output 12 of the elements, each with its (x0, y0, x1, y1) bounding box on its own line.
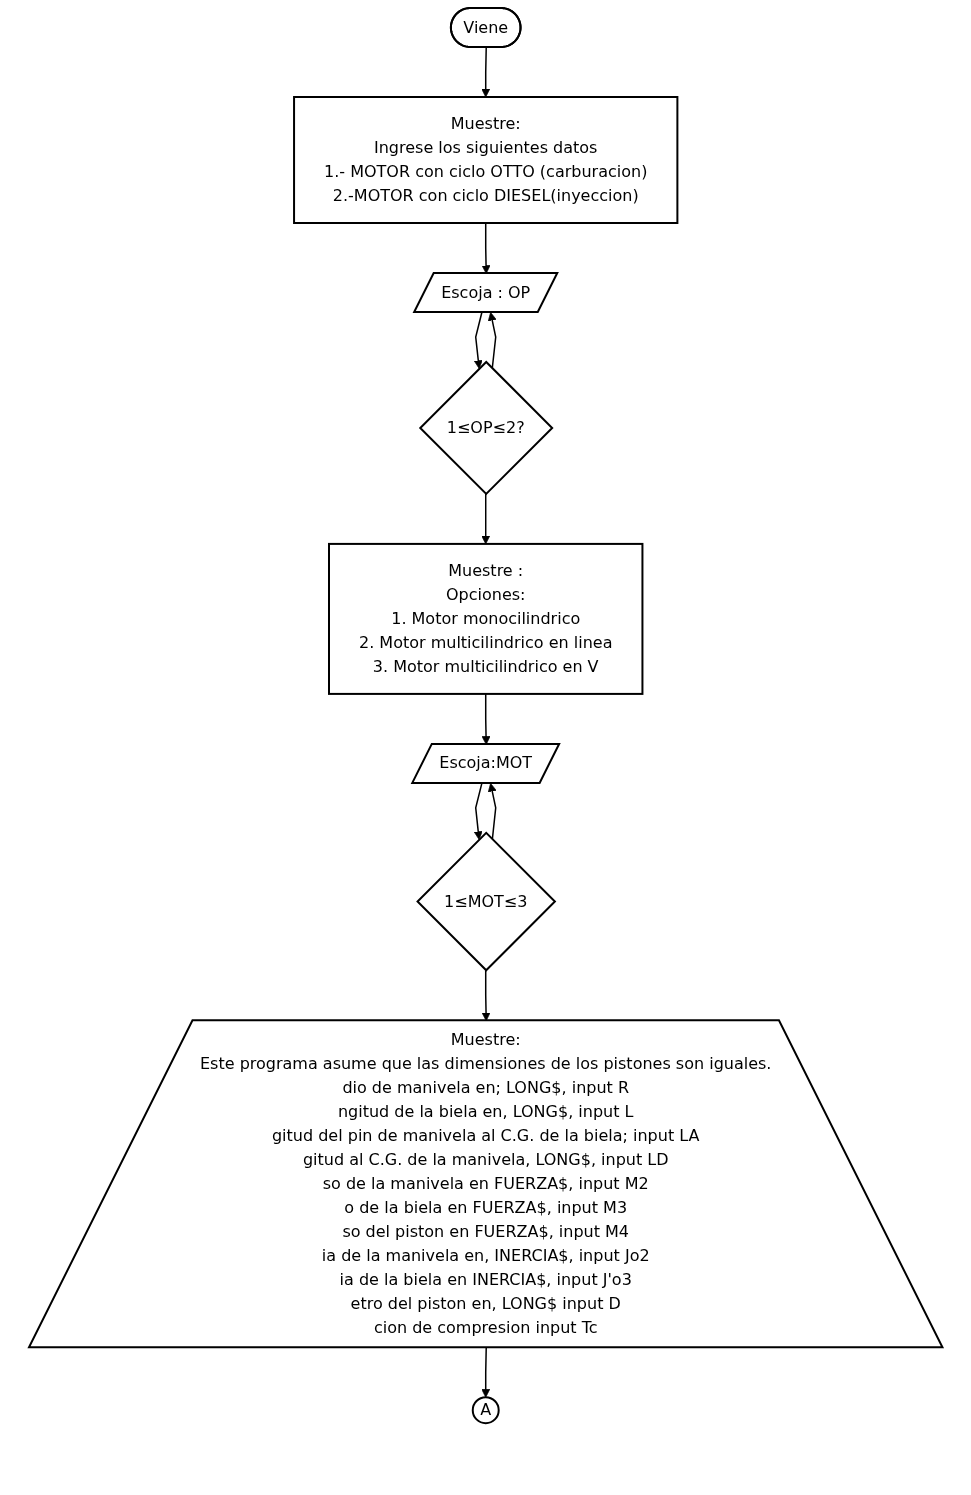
node-circle: A (471, 1396, 500, 1425)
node-box: Muestre : Opciones: 1. Motor monocilindrico 2. Motor multicilindrico en linea 3. Motor multicilindrico en V (327, 542, 644, 695)
arrow (487, 312, 497, 370)
arrow (481, 222, 491, 274)
arrow (473, 782, 483, 840)
arrow (481, 493, 490, 545)
node-diamond: 1≤MOT≤3 (415, 831, 557, 972)
arrow (481, 1347, 490, 1398)
arrow (481, 46, 490, 98)
node-box: Muestre: Ingrese los siguientes datos 1.- MOTOR con ciclo OTTO (carburacion) 2.-MOTOR con ciclo DIESEL(inyeccion) (292, 96, 679, 224)
node-diamond: 1≤OP≤2? (418, 360, 554, 496)
arrow (487, 783, 497, 841)
